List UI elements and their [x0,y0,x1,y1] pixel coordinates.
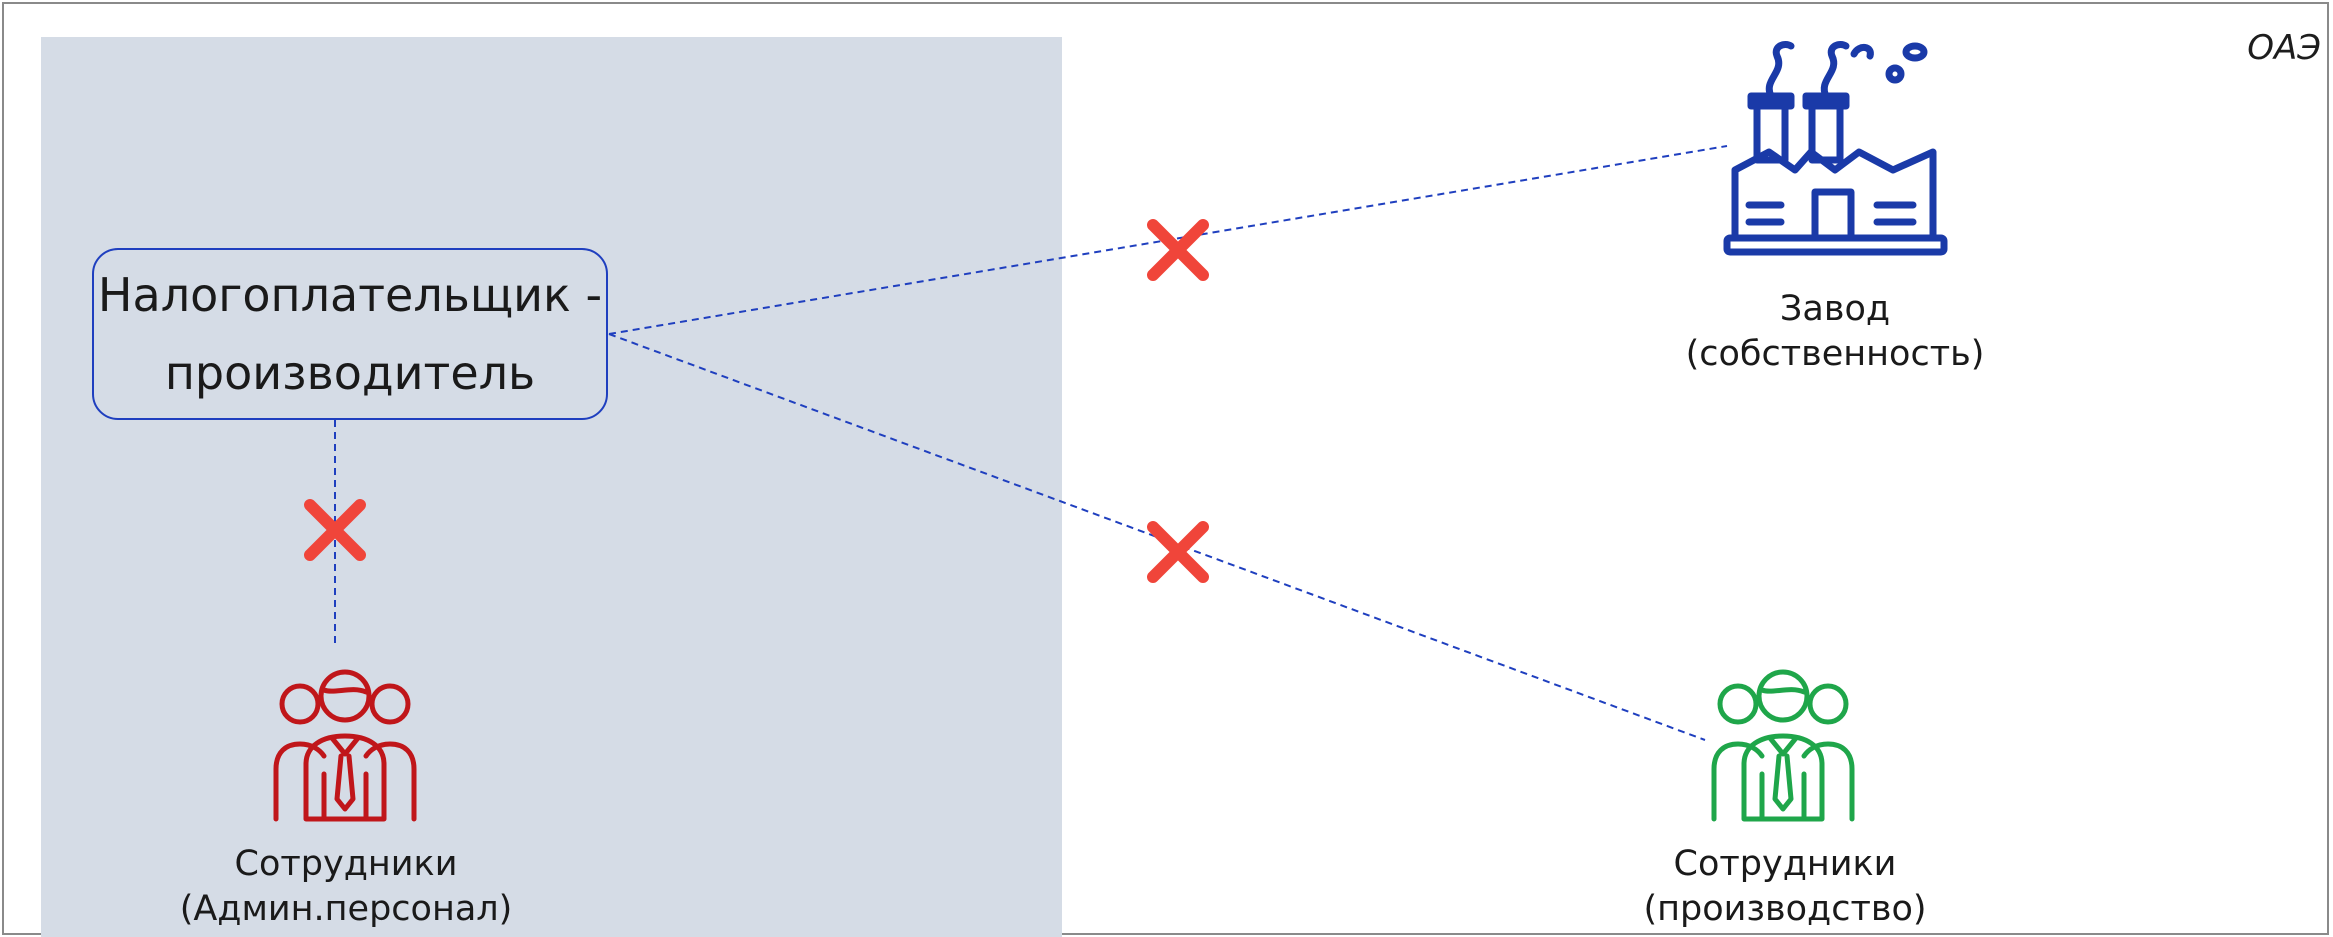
cross-icon [1147,219,1209,281]
taxpayer-box: Налогоплательщик - производитель [92,248,608,420]
taxpayer-title-line1: Налогоплательщик - [97,268,603,322]
employees-icon [273,669,417,822]
employees-icon [1711,669,1855,822]
plant-label-line2: (собственность) [1685,334,1985,374]
plant-label: Завод (собственность) [1686,287,1985,377]
cross-icon [304,499,366,561]
region-label: ОАЭ [2247,28,2321,68]
plant-label-line1: Завод [1779,289,1891,329]
admin-staff-label: Сотрудники (Админ.персонал) [180,842,513,932]
production-staff-label-line1: Сотрудники [1673,844,1897,884]
factory-icon [1723,40,1948,256]
admin-staff-label-line2: (Админ.персонал) [179,889,513,929]
admin-staff-label-line1: Сотрудники [234,844,458,884]
production-staff-label: Сотрудники (производство) [1643,842,1926,932]
connector-taxpayer-production-staff [608,333,1706,741]
cross-icon [1147,521,1209,583]
taxpayer-title-line2: производитель [164,346,536,400]
production-staff-label-line2: (производство) [1643,889,1927,929]
taxpayer-zone-panel [41,37,1062,937]
